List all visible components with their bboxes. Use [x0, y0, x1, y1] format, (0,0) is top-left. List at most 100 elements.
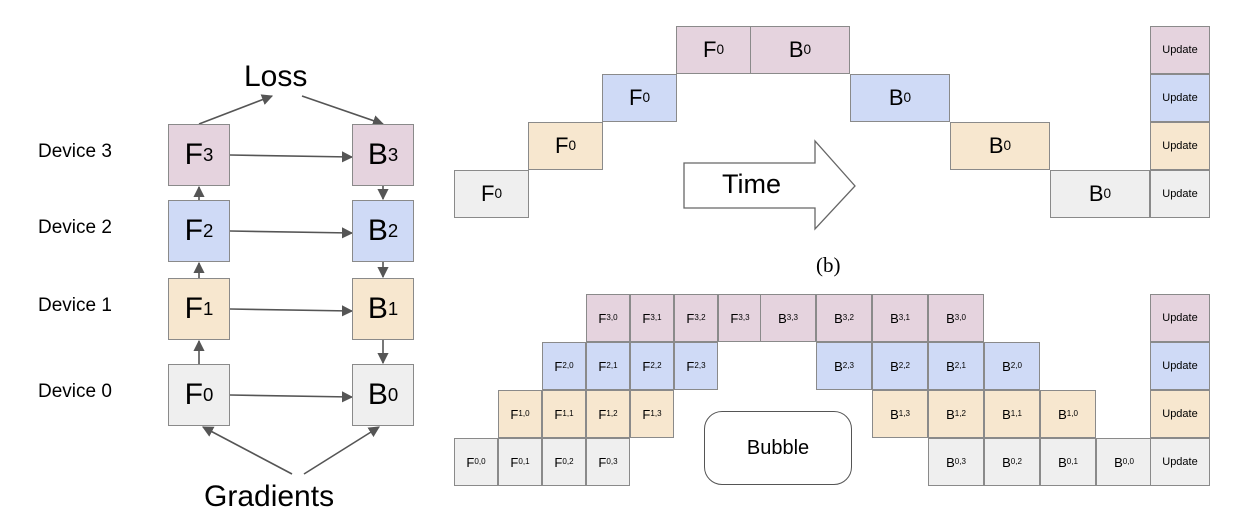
- cell-letter: B: [1114, 454, 1123, 470]
- time-arrow: [683, 139, 856, 231]
- update-block: Update: [1150, 342, 1210, 390]
- cell-letter: B: [788, 37, 804, 62]
- cell-letter: F: [598, 358, 607, 374]
- forward-to-backward-arrow: [229, 227, 354, 239]
- cell-letter: B: [367, 378, 388, 411]
- cell-letter: B: [778, 310, 787, 326]
- update-block: Update: [1150, 26, 1210, 74]
- forward-to-backward-arrow: [229, 391, 354, 403]
- cell-letter: F: [642, 406, 651, 422]
- cell-letter: F: [184, 138, 203, 171]
- cell-letter: B: [1002, 358, 1011, 374]
- cell-letter: B: [367, 214, 388, 247]
- forward-to-backward-arrow: [229, 305, 354, 317]
- cell-letter: F: [184, 214, 203, 247]
- cell-letter: F: [554, 454, 563, 470]
- cell-letter: B: [890, 358, 899, 374]
- cell-letter: F: [510, 454, 519, 470]
- cell-letter: B: [890, 406, 899, 422]
- cell-letter: B: [367, 292, 388, 325]
- cell-letter: F: [686, 358, 695, 374]
- cell-letter: F: [510, 406, 519, 422]
- cell-letter: F: [184, 378, 203, 411]
- gradients-label: Gradients: [204, 480, 335, 513]
- loss-label: Loss: [244, 60, 308, 93]
- cell-letter: F: [628, 85, 643, 110]
- cell-letter: B: [946, 310, 955, 326]
- update-block: Update: [1150, 170, 1210, 218]
- cell-letter: F: [554, 406, 563, 422]
- update-block: Update: [1150, 74, 1210, 122]
- cell-letter: B: [1088, 181, 1104, 206]
- bubble-label: Bubble: [704, 411, 852, 485]
- to-loss-arrow: [198, 94, 274, 125]
- caption-b: (b): [816, 253, 841, 277]
- cell-letter: F: [702, 37, 717, 62]
- gradients-to-forward-arrow: [202, 426, 293, 475]
- cell-letter: F: [554, 133, 569, 158]
- device-label: Device 1: [38, 295, 112, 316]
- cell-letter: B: [1058, 406, 1067, 422]
- update-block: Update: [1150, 438, 1210, 486]
- cell-letter: F: [598, 406, 607, 422]
- cell-letter: B: [367, 138, 388, 171]
- gradients-to-backward-arrow: [303, 426, 380, 475]
- update-block: Update: [1150, 122, 1210, 170]
- cell-letter: F: [184, 292, 203, 325]
- cell-letter: B: [1058, 454, 1067, 470]
- forward-to-backward-arrow: [229, 151, 354, 163]
- update-block: Update: [1150, 294, 1210, 342]
- update-block: Update: [1150, 390, 1210, 438]
- cell-letter: B: [888, 85, 904, 110]
- time-label: Time: [722, 169, 781, 199]
- cell-letter: F: [642, 358, 651, 374]
- device-label: Device 3: [38, 141, 112, 162]
- cell-letter: B: [834, 358, 843, 374]
- cell-letter: F: [642, 310, 651, 326]
- cell-letter: B: [1002, 406, 1011, 422]
- device-label: Device 2: [38, 217, 112, 238]
- cell-letter: B: [834, 310, 843, 326]
- cell-letter: F: [730, 310, 739, 326]
